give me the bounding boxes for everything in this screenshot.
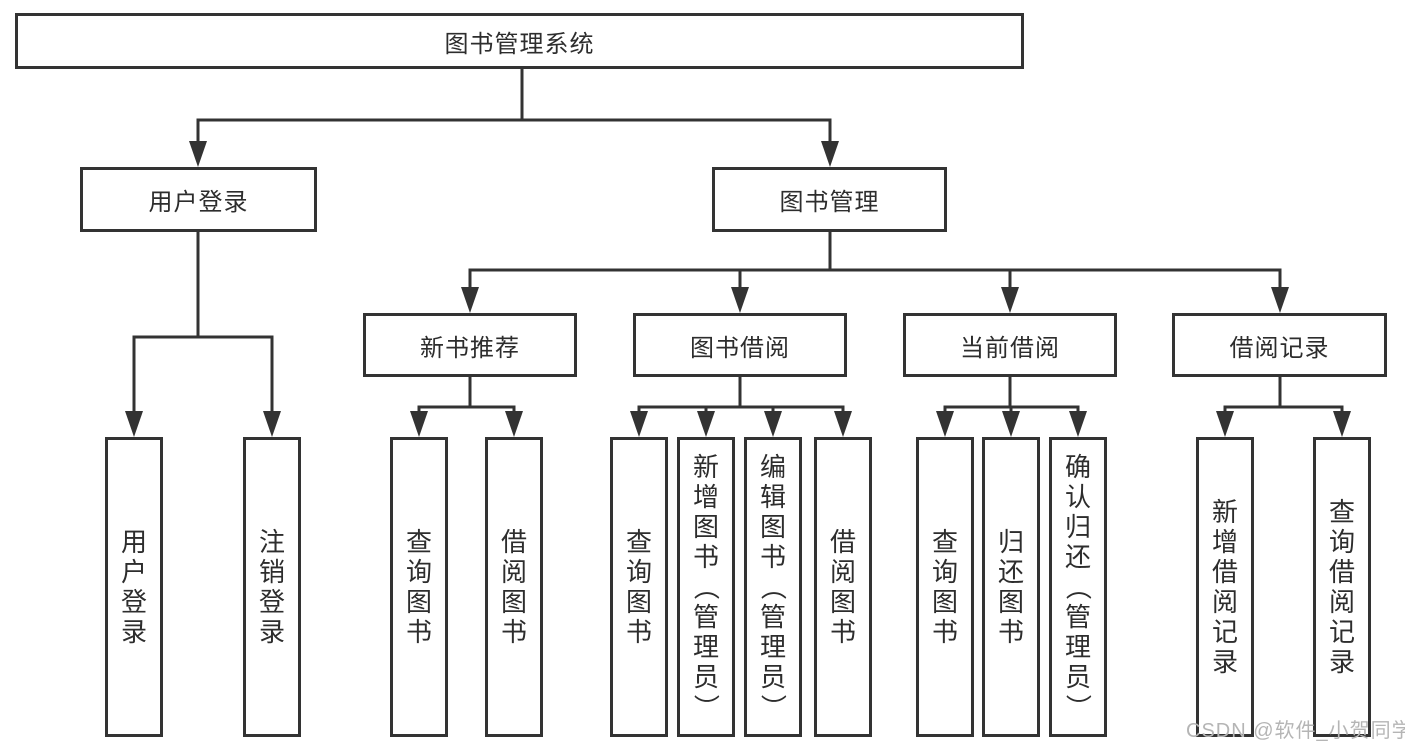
node-new-book-recommend: 新书推荐 (363, 313, 577, 377)
node-book-borrow: 图书借阅 (633, 313, 847, 377)
node-leaf-query-books-1: 查询图书 (390, 437, 448, 737)
node-current-borrow: 当前借阅 (903, 313, 1117, 377)
node-user-login-label: 用户登录 (148, 189, 249, 216)
node-leaf-add-book-admin: 新增图书（管理员） (677, 437, 735, 737)
node-leaf-return-books: 归还图书 (982, 437, 1040, 737)
node-leaf-confirm-return-admin: 确认归还（管理员） (1049, 437, 1107, 737)
node-borrow-records: 借阅记录 (1172, 313, 1387, 377)
node-leaf-return-books-label: 归还图书 (997, 527, 1024, 647)
arrowheads (125, 141, 1351, 437)
watermark-text: CSDN @软件_小贺同学 (1186, 720, 1405, 742)
node-leaf-borrow-books-1-label: 借阅图书 (500, 527, 527, 647)
node-leaf-user-login-label: 用户登录 (120, 527, 147, 647)
node-leaf-borrow-books-1: 借阅图书 (485, 437, 543, 737)
node-leaf-user-login: 用户登录 (105, 437, 163, 737)
node-leaf-query-books-3-label: 查询图书 (931, 527, 958, 647)
node-leaf-query-books-3: 查询图书 (916, 437, 974, 737)
node-borrow-records-label: 借阅记录 (1229, 334, 1330, 362)
node-leaf-borrow-books-2-label: 借阅图书 (829, 527, 856, 647)
node-leaf-add-book-admin-label: 新增图书（管理员） (691, 452, 721, 720)
node-leaf-query-borrow-record: 查询借阅记录 (1313, 437, 1371, 737)
node-new-book-recommend-label: 新书推荐 (420, 334, 520, 362)
node-leaf-query-books-2: 查询图书 (610, 437, 668, 737)
node-current-borrow-label: 当前借阅 (960, 334, 1060, 362)
node-book-borrow-label: 图书借阅 (690, 334, 790, 362)
node-root-label: 图书管理系统 (444, 30, 595, 58)
node-book-management-label: 图书管理 (779, 189, 880, 216)
node-leaf-edit-book-admin-label: 编辑图书（管理员） (758, 452, 788, 720)
node-leaf-query-books-2-label: 查询图书 (625, 527, 652, 647)
node-leaf-query-borrow-record-label: 查询借阅记录 (1328, 497, 1355, 677)
node-user-login: 用户登录 (80, 167, 317, 232)
node-book-management: 图书管理 (712, 167, 947, 232)
node-root: 图书管理系统 (15, 13, 1024, 69)
node-leaf-borrow-books-2: 借阅图书 (814, 437, 872, 737)
node-leaf-confirm-return-admin-label: 确认归还（管理员） (1063, 452, 1093, 720)
node-leaf-add-borrow-record-label: 新增借阅记录 (1211, 497, 1238, 677)
node-leaf-edit-book-admin: 编辑图书（管理员） (744, 437, 802, 737)
node-leaf-add-borrow-record: 新增借阅记录 (1196, 437, 1254, 737)
node-leaf-query-books-1-label: 查询图书 (405, 527, 432, 647)
node-leaf-logout: 注销登录 (243, 437, 301, 737)
node-leaf-logout-label: 注销登录 (258, 527, 285, 647)
